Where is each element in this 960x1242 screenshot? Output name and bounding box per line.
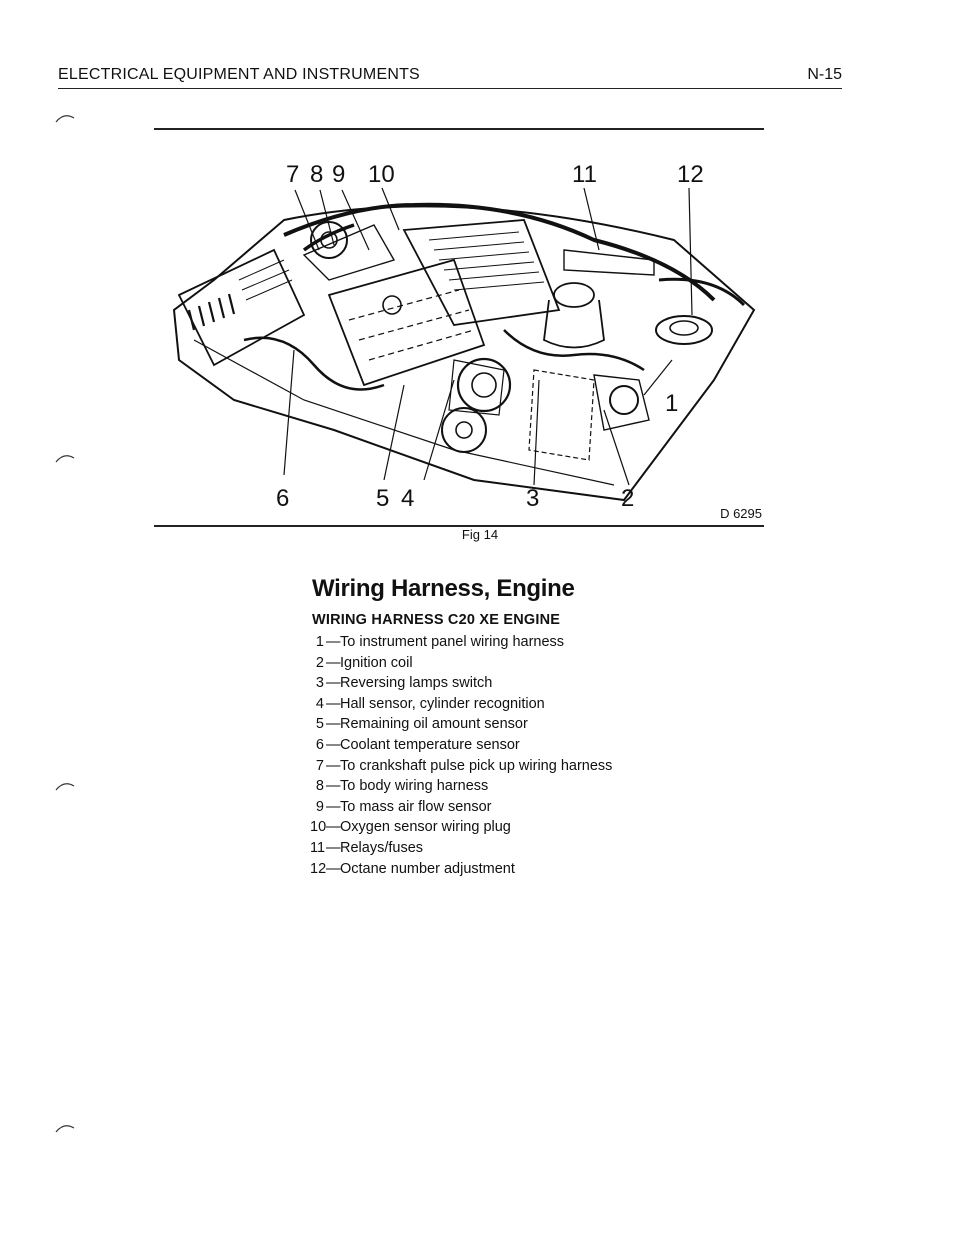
callout-10: 10 bbox=[368, 161, 395, 188]
legend-item: 9—To mass air flow sensor bbox=[310, 797, 730, 818]
legend-number: 3 bbox=[315, 675, 324, 692]
callout-3: 3 bbox=[526, 485, 540, 512]
legend-item: 4—Hall sensor, cylinder recognition bbox=[310, 694, 730, 715]
legend-text: To instrument panel wiring harness bbox=[340, 634, 565, 650]
legend-text: Reversing lamps switch bbox=[340, 675, 493, 692]
legend-dash: — bbox=[326, 839, 341, 856]
legend-number: 8 bbox=[315, 778, 324, 795]
engine-bay-figure: 7 8 9 10 11 12 1 2 3 4 5 6 D 6295 bbox=[154, 128, 764, 527]
legend-text: Coolant temperature sensor bbox=[340, 736, 520, 753]
callout-8: 8 bbox=[310, 161, 324, 188]
legend-text: Hall sensor, cylinder recognition bbox=[340, 695, 545, 712]
legend-item: 2—Ignition coil bbox=[310, 653, 730, 674]
legend-number: 9 bbox=[315, 798, 324, 815]
legend-number: 7 bbox=[315, 757, 324, 774]
legend-number: 4 bbox=[315, 695, 324, 712]
legend-text: Ignition coil bbox=[340, 654, 413, 671]
legend-number: 1 bbox=[315, 634, 324, 650]
legend-list: 1—To instrument panel wiring harness 2—I… bbox=[310, 632, 730, 879]
callout-2: 2 bbox=[621, 485, 635, 512]
section-subheading: WIRING HARNESS C20 XE ENGINE bbox=[312, 612, 561, 628]
legend-item: 7—To crankshaft pulse pick up wiring har… bbox=[310, 756, 640, 777]
legend-dash: — bbox=[326, 757, 341, 774]
legend-dash: — bbox=[326, 654, 341, 671]
legend-item: 8—To body wiring harness bbox=[310, 776, 730, 797]
legend-dash: — bbox=[326, 716, 341, 733]
legend-text: Relays/fuses bbox=[340, 839, 424, 856]
legend-dash: — bbox=[326, 860, 341, 877]
callout-6: 6 bbox=[276, 485, 290, 512]
figure-code: D 6295 bbox=[720, 506, 762, 521]
callout-11: 11 bbox=[572, 161, 597, 188]
legend-number: 12 bbox=[310, 860, 327, 877]
legend-item: 11—Relays/fuses bbox=[310, 838, 730, 859]
legend-number: 2 bbox=[315, 654, 324, 671]
section-title: Wiring Harness, Engine bbox=[312, 575, 575, 602]
callout-5: 5 bbox=[376, 485, 390, 512]
callout-4: 4 bbox=[401, 485, 415, 512]
legend-number: 6 bbox=[315, 736, 324, 753]
legend-text: Octane number adjustment bbox=[340, 860, 515, 877]
legend-dash: — bbox=[326, 634, 341, 650]
legend-item: 6—Coolant temperature sensor bbox=[310, 735, 730, 756]
legend-dash: — bbox=[326, 736, 341, 753]
callout-9: 9 bbox=[332, 161, 346, 188]
legend-item: 3—Reversing lamps switch bbox=[310, 673, 730, 694]
page-header: ELECTRICAL EQUIPMENT AND INSTRUMENTS N-1… bbox=[58, 66, 842, 89]
figure-caption: Fig 14 bbox=[461, 527, 499, 542]
legend-dash: — bbox=[326, 695, 341, 712]
callout-7: 7 bbox=[286, 161, 300, 188]
legend-text: To mass air flow sensor bbox=[340, 798, 492, 815]
callout-1: 1 bbox=[665, 390, 679, 417]
legend-text: To body wiring harness bbox=[340, 778, 489, 795]
legend-text: To crankshaft pulse pick up wiring harne… bbox=[340, 757, 613, 774]
legend-item: 5—Remaining oil amount sensor bbox=[310, 714, 730, 735]
legend-number: 5 bbox=[315, 716, 324, 733]
legend-item: 12—Octane number adjustment bbox=[310, 859, 730, 880]
legend-dash: — bbox=[326, 819, 341, 836]
legend-text: Remaining oil amount sensor bbox=[340, 716, 528, 733]
legend-item: 1—To instrument panel wiring harness bbox=[310, 632, 730, 653]
legend-text: Oxygen sensor wiring plug bbox=[340, 819, 511, 836]
engine-bay-illustration bbox=[172, 187, 756, 502]
legend-dash: — bbox=[326, 778, 341, 795]
legend-dash: — bbox=[326, 675, 341, 692]
margin-scan-marks bbox=[55, 115, 75, 1133]
legend-item: 10—Oxygen sensor wiring plug bbox=[310, 817, 730, 838]
legend-number: 10 bbox=[310, 819, 327, 836]
callout-12: 12 bbox=[677, 161, 704, 188]
legend-number: 11 bbox=[310, 839, 326, 856]
legend-dash: — bbox=[326, 798, 341, 815]
header-title: ELECTRICAL EQUIPMENT AND INSTRUMENTS bbox=[58, 66, 420, 83]
page-reference: N-15 bbox=[807, 66, 842, 83]
